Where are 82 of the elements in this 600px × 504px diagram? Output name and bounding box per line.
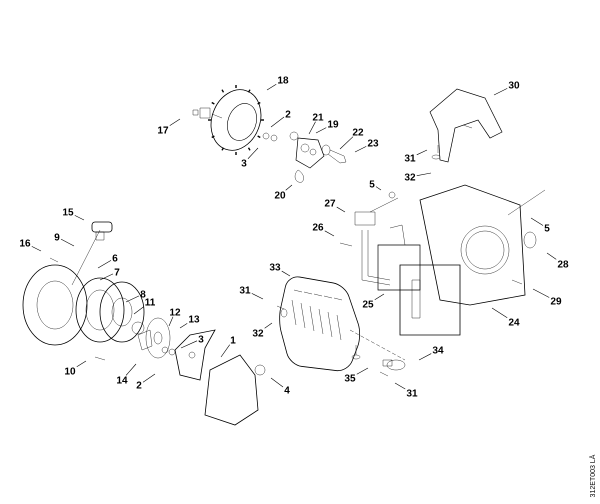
- callout-number: 24: [508, 318, 520, 326]
- leader-line: [416, 150, 428, 156]
- callout-number: 3: [198, 335, 204, 343]
- callout-number: 12: [170, 308, 180, 316]
- callout-number: 22: [352, 128, 364, 136]
- callout-number: 20: [274, 191, 286, 199]
- leader-line: [134, 306, 144, 314]
- callout-number: 31: [240, 286, 250, 294]
- leader-line: [31, 246, 42, 252]
- callout-number: 8: [140, 290, 146, 298]
- callout-number: 31: [406, 389, 418, 397]
- leader-line: [324, 230, 334, 236]
- leader-line: [530, 218, 544, 226]
- callout-number: 13: [189, 315, 200, 323]
- leader-line: [220, 344, 230, 358]
- callout-number: 15: [63, 208, 74, 216]
- leader-line: [270, 116, 284, 128]
- leader-line: [60, 238, 74, 246]
- callout-number: 28: [558, 260, 568, 268]
- callout-number: 10: [65, 367, 76, 375]
- leader-line: [266, 84, 277, 90]
- callout-number: 2: [136, 382, 142, 388]
- callout-number: 30: [508, 81, 520, 89]
- callout-number: 17: [158, 126, 168, 134]
- leader-line: [492, 308, 508, 318]
- callout-number: 35: [344, 374, 356, 382]
- callout-number: 7: [114, 268, 120, 276]
- leader-line: [356, 368, 368, 375]
- leader-line: [308, 121, 316, 134]
- callout-number: 2: [286, 110, 290, 118]
- callout-number: 1: [230, 336, 236, 344]
- leader-line: [180, 340, 198, 348]
- leader-line: [270, 378, 284, 388]
- callout-number: 14: [117, 376, 128, 384]
- leader-line: [316, 127, 327, 134]
- leader-line: [126, 364, 136, 376]
- callout-number: 29: [550, 297, 562, 305]
- callout-number: 21: [312, 114, 324, 120]
- callout-number: 5: [370, 180, 374, 188]
- leader-line: [281, 270, 290, 276]
- leader-line: [142, 374, 156, 383]
- callout-number: 6: [112, 254, 118, 262]
- leader-line: [336, 206, 346, 212]
- leader-line: [494, 88, 508, 96]
- leader-line: [100, 274, 114, 280]
- callout-number: 4: [284, 386, 290, 394]
- leader-line: [394, 382, 406, 390]
- leader-line: [532, 288, 550, 298]
- leader-line: [546, 252, 557, 260]
- callout-number: 32: [404, 173, 416, 181]
- callout-number: 32: [252, 329, 264, 337]
- leader-line: [285, 184, 292, 191]
- leader-line: [354, 146, 367, 152]
- callout-number: 31: [404, 154, 416, 162]
- leader-line: [76, 360, 86, 368]
- leader-line: [126, 296, 140, 302]
- callout-number: 34: [432, 346, 444, 354]
- callout-number: 19: [328, 120, 338, 128]
- leader-line: [416, 172, 432, 176]
- callout-number: 26: [312, 223, 324, 231]
- leader-line: [264, 322, 272, 329]
- callout-number: 3: [241, 159, 246, 167]
- callout-number: 18: [278, 76, 288, 84]
- callout-number: 23: [368, 139, 378, 147]
- leader-line: [98, 260, 112, 268]
- leader-line: [374, 294, 384, 300]
- callout-number: 5: [544, 224, 550, 232]
- callout-number: 16: [20, 239, 30, 247]
- leader-line: [74, 215, 84, 220]
- leader-line: [248, 148, 258, 160]
- callout-number: 33: [270, 263, 280, 271]
- leader-line: [376, 186, 382, 190]
- leader-line: [169, 118, 180, 126]
- leader-line: [340, 136, 354, 150]
- leader-line: [180, 323, 188, 328]
- leader-line: [251, 293, 264, 300]
- callout-number: 27: [324, 200, 336, 206]
- callout-number: 25: [362, 300, 374, 308]
- callout-number: 9: [54, 233, 60, 241]
- leader-line: [168, 316, 174, 326]
- leader-line: [418, 353, 432, 360]
- callout-number: 11: [145, 298, 155, 306]
